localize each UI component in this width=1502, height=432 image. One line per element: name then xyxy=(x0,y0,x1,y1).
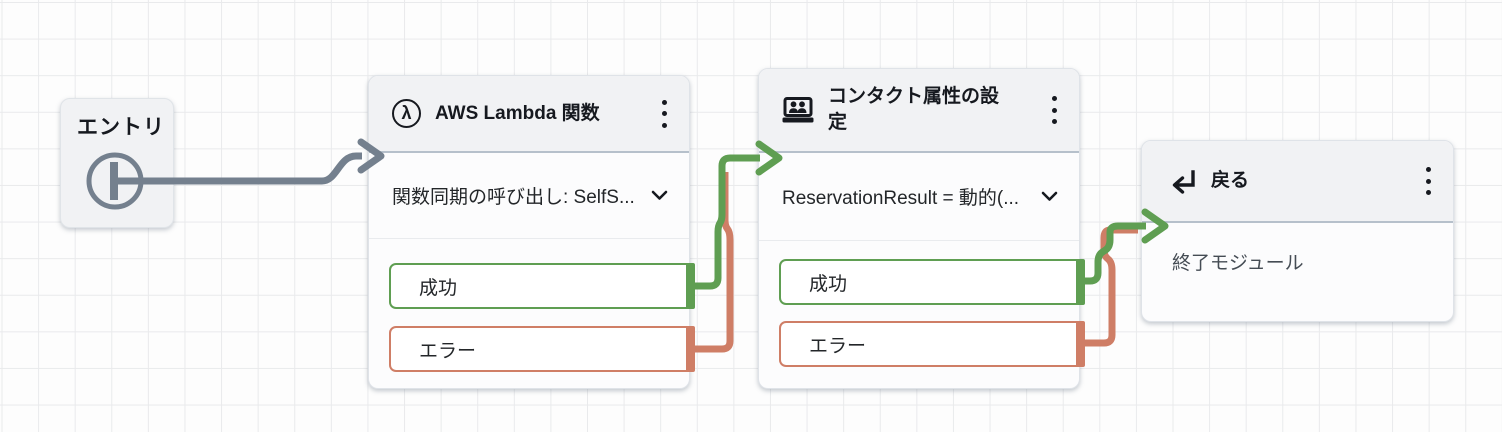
contact-attributes-icon xyxy=(782,96,814,124)
lambda-invocation-dropdown[interactable]: 関数同期の呼び出し: SelfS... xyxy=(369,153,689,239)
entry-node[interactable]: エントリ xyxy=(60,98,174,228)
chevron-down-icon xyxy=(1041,191,1058,201)
block-aws-lambda-header: λ AWS Lambda 関数 xyxy=(369,76,689,153)
output-label: 成功 xyxy=(809,273,848,295)
dropdown-value: 関数同期の呼び出し: SelfS... xyxy=(392,187,635,208)
block-return-header: 戻る xyxy=(1142,141,1453,223)
connector-lambda-error[interactable] xyxy=(692,172,734,353)
lambda-circle-icon: λ xyxy=(392,99,421,128)
output-label: 成功 xyxy=(419,277,458,299)
return-module-text: 終了モジュール xyxy=(1172,253,1304,274)
connector-contact-error[interactable] xyxy=(1079,226,1138,347)
kebab-menu-icon[interactable] xyxy=(1418,161,1439,201)
block-contact-header: コンタクト属性の設定 xyxy=(759,69,1079,153)
return-arrow-icon xyxy=(1165,168,1197,194)
output-label: エラー xyxy=(809,335,867,357)
block-aws-lambda[interactable]: λ AWS Lambda 関数 関数同期の呼び出し: SelfS... 成功 エ… xyxy=(368,75,695,389)
block-set-contact-attributes[interactable]: コンタクト属性の設定 ReservationResult = 動的(... 成功… xyxy=(758,68,1085,389)
contact-outputs: 成功 エラー xyxy=(759,241,1085,367)
output-port-success[interactable]: 成功 xyxy=(389,263,695,309)
block-title: AWS Lambda 関数 xyxy=(435,102,600,124)
contact-attribute-dropdown[interactable]: ReservationResult = 動的(... xyxy=(759,153,1079,241)
kebab-menu-icon[interactable] xyxy=(654,94,675,134)
dropdown-value: ReservationResult = 動的(... xyxy=(782,188,1020,209)
block-title: コンタクト属性の設定 xyxy=(828,86,1000,133)
output-port-error[interactable]: エラー xyxy=(779,321,1085,367)
kebab-menu-icon[interactable] xyxy=(1044,90,1065,130)
block-title: 戻る xyxy=(1211,170,1250,191)
lambda-outputs: 成功 エラー xyxy=(369,239,695,372)
output-port-success[interactable]: 成功 xyxy=(779,259,1085,305)
block-return[interactable]: 戻る 終了モジュール xyxy=(1141,140,1454,322)
entry-label: エントリ xyxy=(77,116,165,139)
chevron-down-icon xyxy=(651,190,668,200)
output-label: エラー xyxy=(419,340,477,362)
output-port-error[interactable]: エラー xyxy=(389,326,695,372)
